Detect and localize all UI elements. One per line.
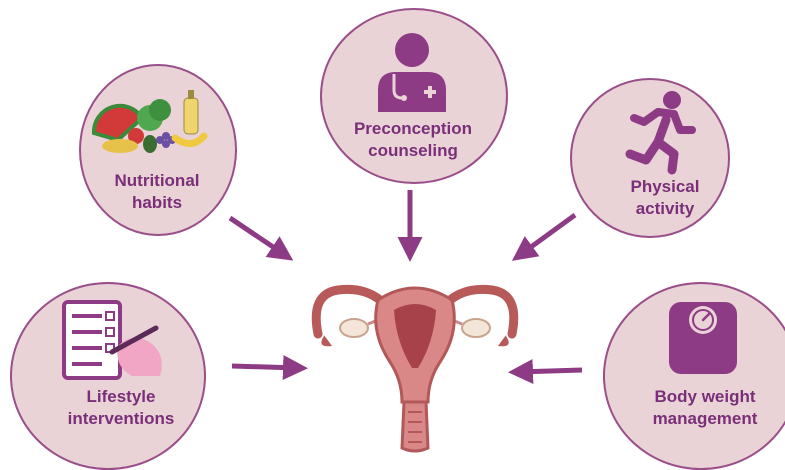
arrow-nutritional [230,218,285,255]
arrow-bodyweight [518,370,582,372]
arrow-physical [520,215,575,255]
arrow-lifestyle [232,366,298,368]
uterus-icon [310,272,520,454]
diagram: Nutritional habits Preconception counsel… [0,0,785,457]
